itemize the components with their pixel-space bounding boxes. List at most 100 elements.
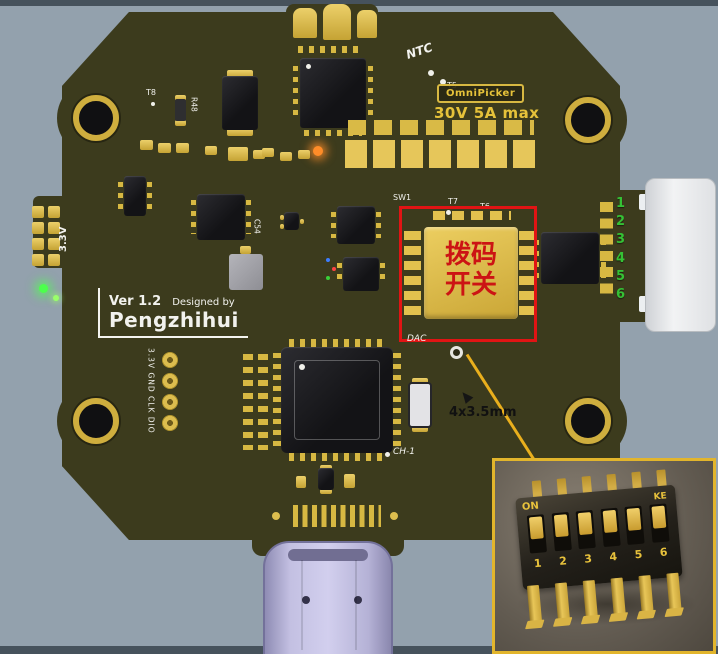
- gold-pad: [280, 224, 284, 229]
- dip-number: 6: [659, 545, 669, 560]
- green-status-led: [53, 295, 59, 301]
- crystal-terminal: [412, 426, 428, 432]
- gold-pad: [280, 215, 284, 220]
- dip-on-label: ON: [521, 500, 540, 514]
- gold-pin: [582, 579, 599, 621]
- gold-pad: [158, 143, 171, 153]
- test-point: [428, 70, 434, 76]
- slider-knob: [528, 516, 544, 540]
- gold-dot-pad: [390, 512, 398, 520]
- through-hole-pad: [162, 394, 178, 410]
- mcu-pins-right: [393, 353, 401, 449]
- resistor-cap: [175, 120, 186, 126]
- slider-knob: [651, 505, 667, 529]
- designer-block: Ver 1.2 Designed by Pengzhihui: [98, 288, 248, 339]
- through-hole-pad: [162, 352, 178, 368]
- gold-pad: [262, 148, 274, 157]
- ic-chip-top-center: [300, 58, 366, 128]
- gold-pad: [176, 143, 189, 153]
- usb-c-pocket: [288, 549, 368, 561]
- antenna-pad: [293, 8, 317, 38]
- green-led-small: [326, 276, 330, 280]
- gold-pad: [32, 206, 44, 218]
- connector-pin-numbers: 1 2 3 4 5 6: [616, 196, 630, 302]
- dip-label-line1: 拨码: [444, 240, 497, 270]
- resistor-cap: [175, 95, 186, 101]
- slider-knob: [577, 512, 593, 536]
- through-hole-pad: [162, 373, 178, 389]
- cap-terminal: [227, 128, 253, 136]
- test-point-label-t8: T8: [146, 88, 156, 97]
- capacitor-row-small: [348, 120, 534, 135]
- pin-number: 5: [616, 268, 626, 284]
- pin1-dot: [306, 64, 311, 69]
- through-hole-pad: [162, 415, 178, 431]
- usb-seam: [355, 560, 357, 650]
- gold-pad: [280, 152, 292, 161]
- mcu-silkscreen-outline: [294, 360, 380, 440]
- ic-pins: [368, 66, 373, 120]
- gold-dot-pad: [272, 512, 280, 520]
- slider-recess: [575, 509, 596, 550]
- gold-pad: [298, 150, 310, 159]
- ic-pins: [191, 200, 196, 234]
- test-point: [151, 102, 155, 106]
- dip-number: 5: [634, 547, 643, 562]
- test-point: [440, 79, 446, 85]
- test-pad-ring: [450, 346, 463, 359]
- dip-number: 2: [558, 554, 568, 568]
- capacitor-black: [318, 468, 334, 490]
- slider-knob: [602, 509, 618, 533]
- connector-latch: [639, 296, 647, 312]
- slider-knob: [553, 514, 569, 538]
- usb-screw: [354, 596, 362, 604]
- gold-pin: [526, 584, 543, 626]
- mcu-pins-bottom: [289, 453, 387, 461]
- top-frame-bar: [0, 0, 718, 6]
- pad-row: [298, 46, 362, 53]
- mcu-pins-top: [289, 339, 387, 347]
- swd-pin-labels: 3.3V GND CLK DIO: [146, 348, 156, 434]
- ic-pins: [147, 182, 152, 210]
- cap-terminal: [320, 489, 332, 494]
- pad-column: [258, 354, 268, 450]
- slider-recess: [551, 512, 572, 552]
- gold-pin: [554, 582, 571, 624]
- inductor-gray: [229, 254, 263, 290]
- gold-pad: [48, 254, 60, 266]
- dip-number: 3: [583, 552, 593, 566]
- silkscreen-dac: DAC: [407, 334, 427, 344]
- edge-pad-grid: [32, 206, 60, 266]
- pin-number: 2: [616, 214, 626, 230]
- red-led: [332, 267, 336, 271]
- ref-label-r48: R48: [189, 97, 199, 112]
- dip-number: 4: [608, 549, 618, 564]
- crystal-terminal: [412, 378, 428, 384]
- cap-terminal: [320, 465, 332, 470]
- connector-pads: [600, 202, 613, 300]
- cap-terminal: [227, 70, 253, 78]
- gold-pad: [32, 222, 44, 234]
- gold-pin: [638, 575, 654, 616]
- slider-recess: [526, 514, 547, 554]
- gold-pad: [240, 246, 251, 254]
- mcu-pins-left: [273, 353, 281, 449]
- dimension-label: 4x3.5mm: [449, 405, 517, 420]
- gold-pad: [32, 238, 44, 250]
- test-point-label-t7: T7: [448, 197, 458, 206]
- ic-chip-left: [197, 194, 245, 240]
- dip-pads-left: [404, 231, 421, 317]
- orange-led: [313, 146, 323, 156]
- gold-pad: [300, 219, 304, 224]
- gold-pad: [205, 146, 217, 155]
- slider-recess: [649, 503, 670, 543]
- dip-brand-partial: KE: [653, 491, 668, 503]
- capacitor-black: [222, 76, 258, 130]
- antenna-pad: [323, 4, 351, 40]
- ref-label-c54: C54: [252, 219, 262, 234]
- capacitor-row-large: [345, 140, 539, 168]
- dip-pads-right: [519, 231, 536, 317]
- dip-pads-top: [433, 211, 511, 220]
- dip-switch-component: ON KE 1 2 3 4 5 6: [510, 468, 700, 654]
- dip-switch-callout-label: 拨码 开关: [424, 240, 518, 301]
